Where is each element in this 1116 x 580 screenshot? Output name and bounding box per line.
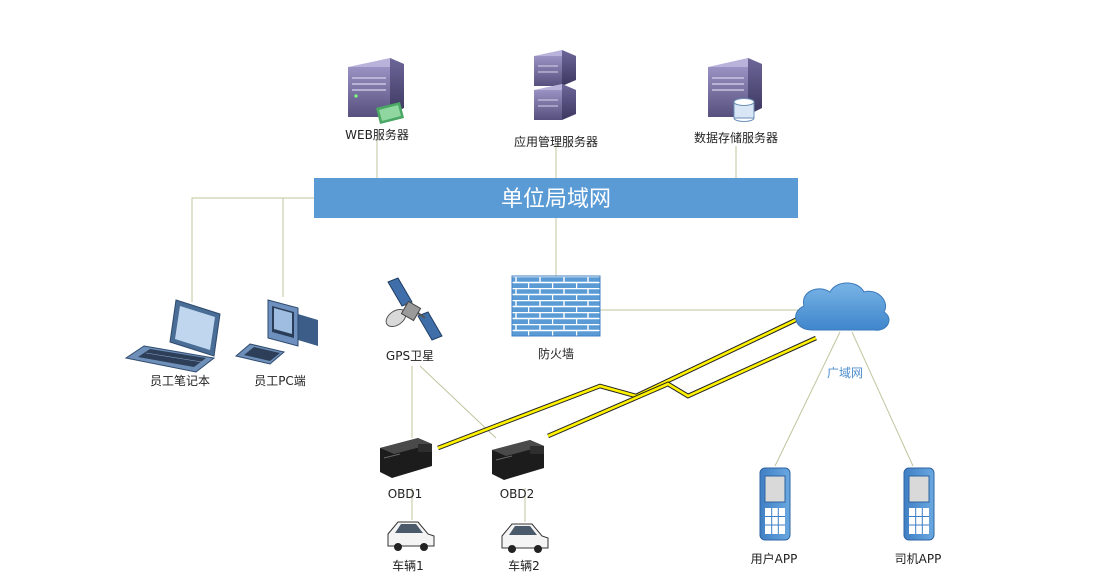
web-server-label: WEB服务器 xyxy=(345,127,409,142)
db-server-icon xyxy=(708,58,762,122)
cloud-icon xyxy=(795,282,890,331)
obd1-device-icon xyxy=(380,438,432,478)
satellite-icon xyxy=(385,277,443,341)
lan-bar: 单位局域网 xyxy=(314,178,798,218)
car2-label: 车辆2 xyxy=(508,558,540,573)
pc-label: 员工PC端 xyxy=(254,374,306,388)
gps-label: GPS卫星 xyxy=(386,349,434,363)
wan-label: 广域网 xyxy=(827,366,863,380)
lan-label: 单位局域网 xyxy=(501,187,611,212)
obd1-label: OBD1 xyxy=(388,487,423,501)
car1-label: 车辆1 xyxy=(392,558,424,573)
laptop-icon xyxy=(124,299,221,373)
car2-icon xyxy=(501,523,549,553)
user-app-label: 用户APP xyxy=(751,551,798,566)
firewall-label: 防火墙 xyxy=(538,346,574,361)
car1-icon xyxy=(387,521,435,551)
pc-icon xyxy=(234,299,318,365)
app-server-label: 应用管理服务器 xyxy=(514,134,598,149)
laptop-label: 员工笔记本 xyxy=(150,373,210,388)
wireless-link-obd1 xyxy=(437,315,801,451)
obd2-device-icon xyxy=(492,440,544,480)
driver-app-label: 司机APP xyxy=(895,552,942,566)
web-server-icon xyxy=(348,58,404,124)
driver-app-phone-icon xyxy=(903,467,935,541)
firewall-icon xyxy=(511,275,601,337)
user-app-phone-icon xyxy=(759,467,791,541)
app-server-icon xyxy=(534,50,576,120)
connection-lines xyxy=(191,140,914,522)
obd2-label: OBD2 xyxy=(500,487,535,501)
wireless-link-obd2 xyxy=(547,335,817,439)
db-server-label: 数据存储服务器 xyxy=(694,130,778,145)
